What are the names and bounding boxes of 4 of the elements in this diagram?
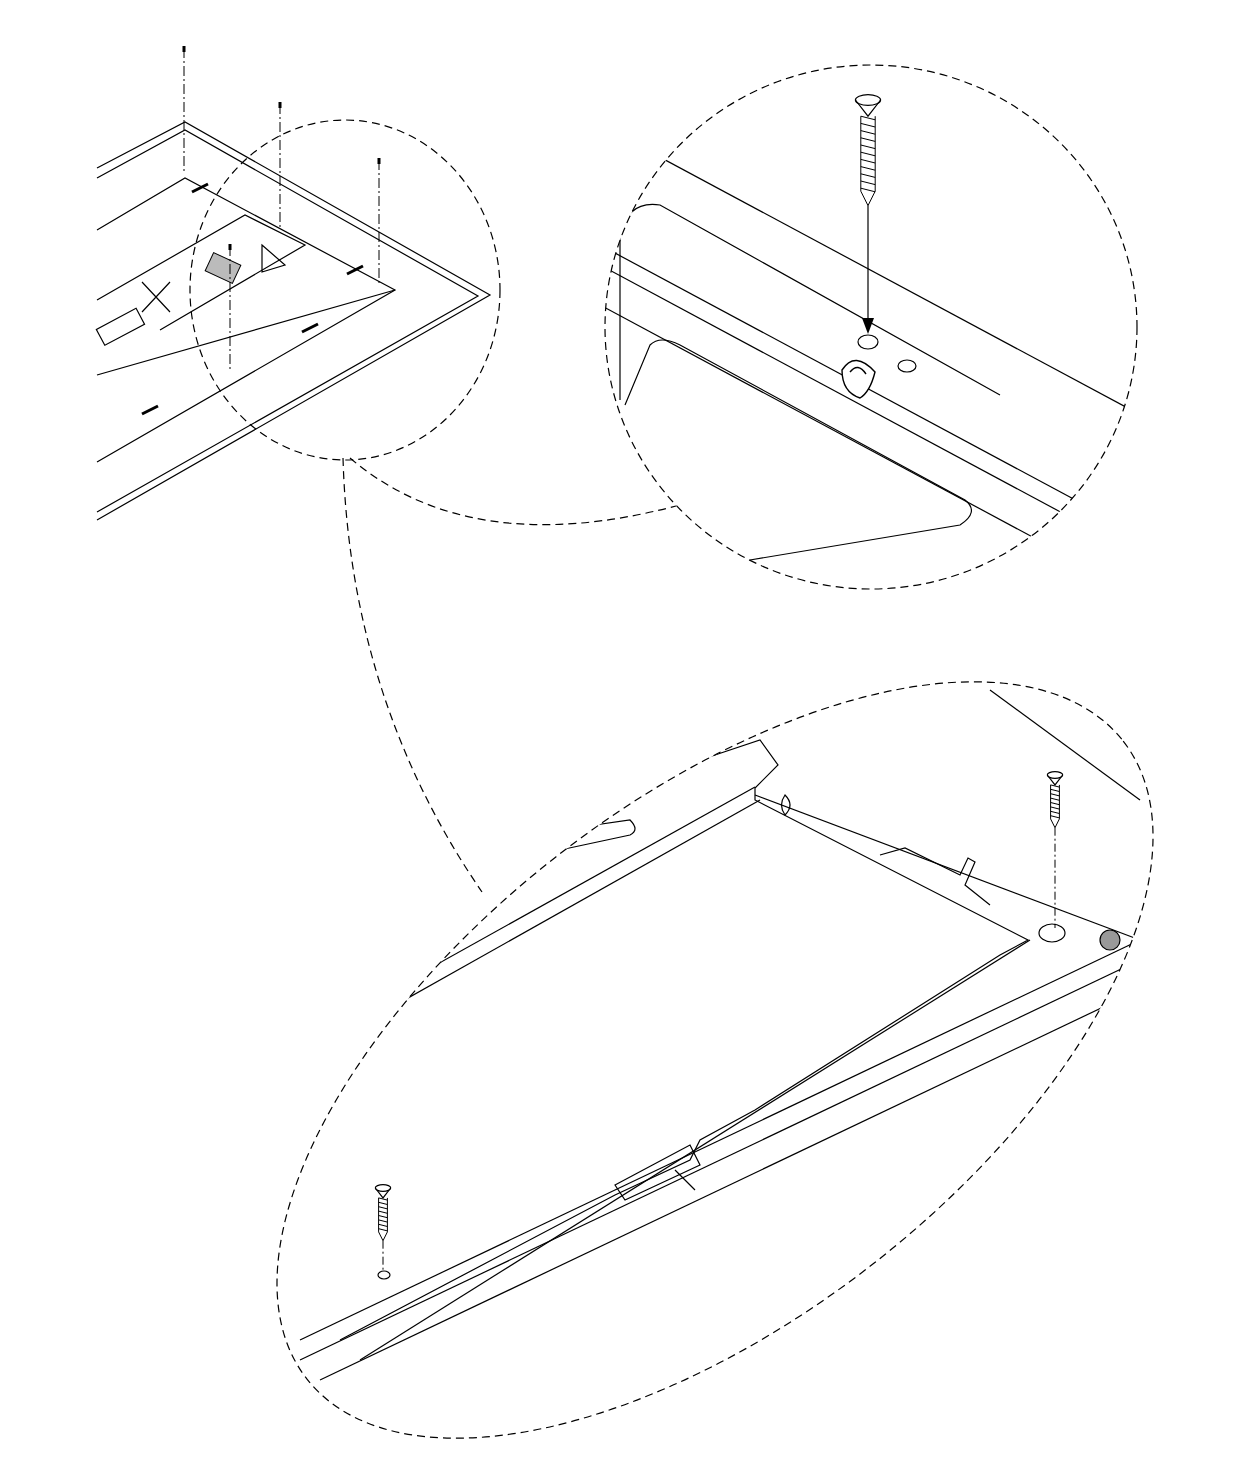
leader-line (349, 457, 677, 526)
frame-screw-detail-drawing (275, 680, 1155, 1440)
leader-line (342, 457, 483, 893)
screw-hole-detail-drawing (603, 63, 1140, 592)
